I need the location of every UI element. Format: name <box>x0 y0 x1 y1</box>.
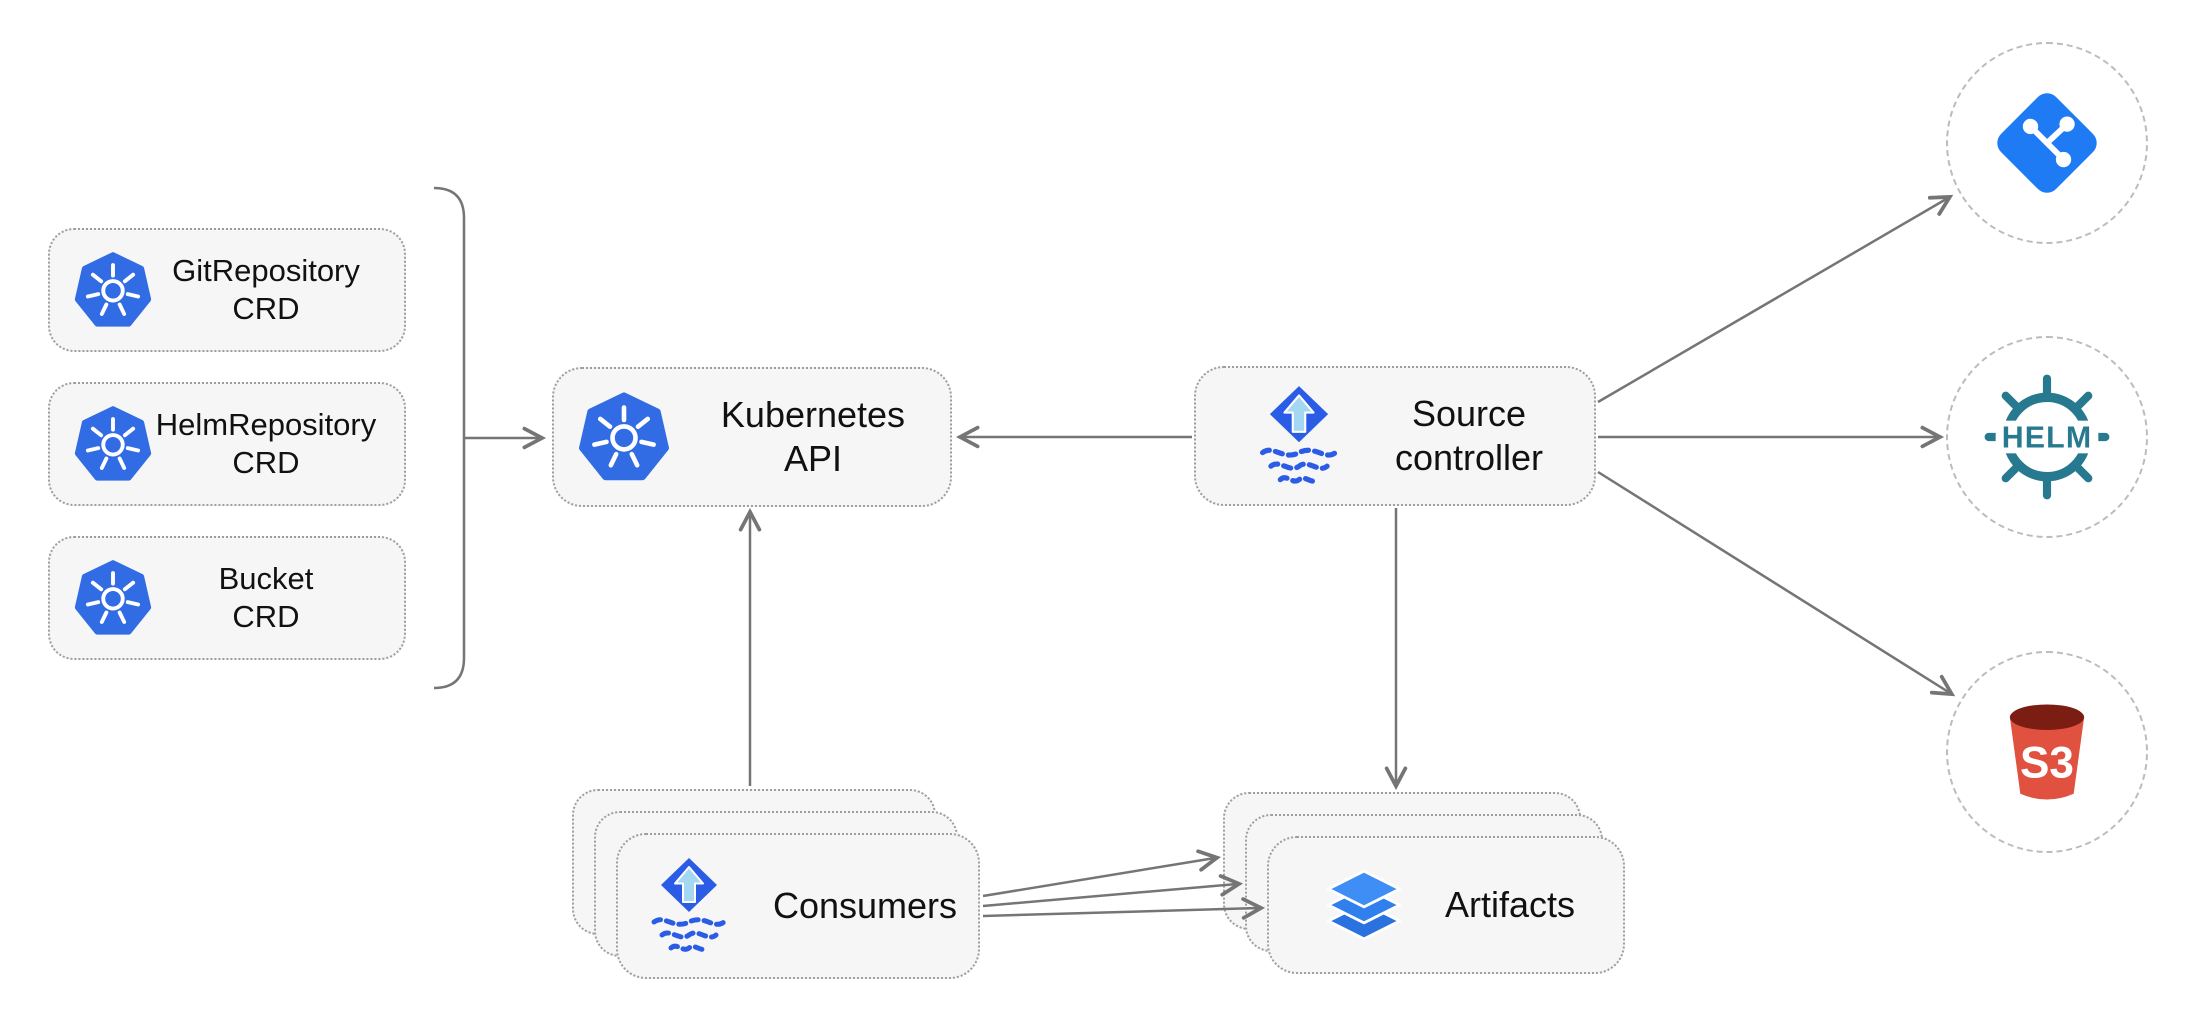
s3-logo-text: S3 <box>2020 739 2074 788</box>
edge-consumers-to-artifacts-1 <box>982 849 1222 898</box>
crd-label-line1: GitRepository <box>172 253 360 289</box>
kubernetes-api-node: Kubernetes API <box>552 367 952 507</box>
edge-consumers-to-artifacts-2 <box>982 874 1244 908</box>
crd-label-line1: HelmRepository <box>155 407 377 443</box>
source-controller-node: Source controller <box>1194 366 1596 506</box>
artifacts-node: Artifacts <box>1267 836 1625 974</box>
edge-consumers-to-artifacts-3 <box>982 897 1266 920</box>
crd-label-line1: Bucket <box>218 561 314 597</box>
crd-box-label: Bucket CRD <box>152 560 380 636</box>
crd-box-label: HelmRepository CRD <box>152 406 380 482</box>
helm-icon: HELM <box>1984 374 2110 500</box>
git-source-circle <box>1946 42 2148 244</box>
kubernetes-api-label: Kubernetes API <box>720 394 906 479</box>
helm-logo-text: HELM <box>2002 422 2093 455</box>
s3-icon: S3 <box>2009 704 2085 800</box>
crd-box-helmrepository: HelmRepository CRD <box>48 382 406 506</box>
s3-source-circle: S3 <box>1946 651 2148 853</box>
helm-source-circle: HELM <box>1946 336 2148 538</box>
git-icon <box>1988 84 2106 202</box>
consumers-label: Consumers <box>772 885 958 927</box>
flux-icon <box>1247 384 1351 488</box>
source-controller-label-line1: Source <box>1411 393 1527 435</box>
kubernetes-icon <box>74 251 152 329</box>
crd-label-line2: CRD <box>232 445 300 480</box>
consumers-node: Consumers <box>616 833 980 979</box>
crd-label-line2: CRD <box>232 599 300 634</box>
kubernetes-icon <box>74 559 152 637</box>
crd-label-line2: CRD <box>232 291 300 326</box>
source-controller-label: Source controller <box>1395 392 1543 480</box>
crd-box-bucket: Bucket CRD <box>48 536 406 660</box>
edge-source-controller-to-s3 <box>1597 470 1956 697</box>
crd-box-label: GitRepository CRD <box>152 252 380 328</box>
kubernetes-icon <box>578 391 670 483</box>
kubernetes-icon <box>74 405 152 483</box>
crd-box-gitrepository: GitRepository CRD <box>48 228 406 352</box>
crd-group-bracket <box>433 186 466 690</box>
edge-source-controller-to-git <box>1597 194 1954 404</box>
artifacts-label: Artifacts <box>1444 884 1576 926</box>
source-controller-label-line2: controller <box>1394 437 1544 478</box>
layers-icon <box>1317 858 1411 952</box>
flux-icon <box>639 856 739 956</box>
